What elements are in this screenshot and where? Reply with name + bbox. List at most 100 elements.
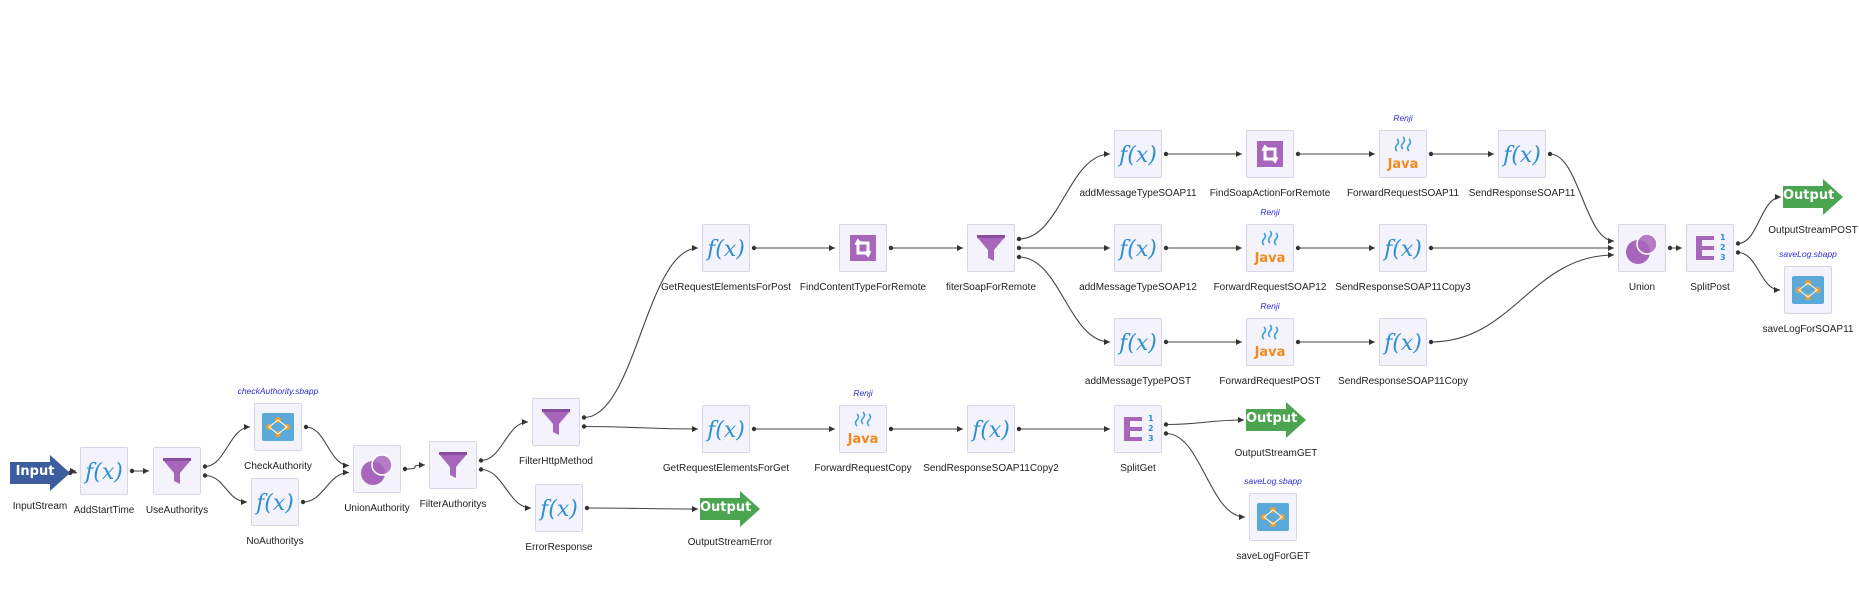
input-arrow-icon: Input <box>10 455 70 491</box>
edge-SplitGet-to-saveLogForGET[interactable] <box>1165 432 1246 518</box>
node-label: UnionAuthority <box>344 503 410 514</box>
output-port-dot[interactable] <box>1428 339 1434 345</box>
function-icon: f(x) <box>1379 318 1427 366</box>
node-label: NoAuthoritys <box>246 536 304 547</box>
output-port-dot[interactable] <box>1428 245 1434 251</box>
node-label: FilterHttpMethod <box>519 456 593 467</box>
arrowhead <box>1104 426 1110 432</box>
output-port-dot[interactable] <box>1163 422 1169 427</box>
edge-FilterAuthoritys-to-ErrorResponse[interactable] <box>480 468 532 509</box>
output-port-dot[interactable] <box>202 464 208 469</box>
edge-SendResponseSOAP11Copy-to-Union[interactable] <box>1430 254 1615 343</box>
svg-text:f(x): f(x) <box>1117 237 1157 262</box>
arrowhead <box>1369 151 1375 157</box>
arrowhead <box>343 462 349 469</box>
output-port-dot[interactable] <box>1163 431 1169 436</box>
node-label: OutputStreamPOST <box>1768 225 1858 236</box>
function-icon: f(x) <box>967 405 1015 453</box>
output-port-dot[interactable] <box>1163 339 1169 345</box>
output-port-dot[interactable] <box>1295 151 1301 157</box>
output-port-dot[interactable] <box>581 424 587 429</box>
union-icon <box>353 445 401 493</box>
edge-FilterHttpMethod-to-GetRequestElementsForGet[interactable] <box>583 425 699 430</box>
edge-NoAuthoritys-to-UnionAuthority[interactable] <box>302 471 350 503</box>
arrowhead <box>1608 252 1614 258</box>
svg-text:f(x): f(x) <box>83 460 123 485</box>
sbapp-icon <box>1784 266 1832 314</box>
node-label: addMessageTypeSOAP12 <box>1079 282 1197 293</box>
node-label: SendResponseSOAP11 <box>1468 188 1576 199</box>
output-port-dot[interactable] <box>129 468 135 474</box>
loop-icon <box>839 224 887 272</box>
output-port-dot[interactable] <box>1016 245 1022 251</box>
node-annotation: Renji <box>1260 301 1280 311</box>
node-label: addMessageTypeSOAP11 <box>1079 188 1197 199</box>
output-port-dot[interactable] <box>584 505 590 511</box>
output-port-dot[interactable] <box>1163 245 1169 251</box>
svg-text:f(x): f(x) <box>705 418 745 443</box>
edge-fiterSoapForRemote-to-addMessageTypePOST[interactable] <box>1018 256 1111 343</box>
svg-text:Java: Java <box>1254 345 1286 360</box>
output-port-dot[interactable] <box>1016 254 1022 260</box>
node-label: ForwardRequestSOAP12 <box>1213 282 1327 293</box>
edge-SendResponseSOAP11-to-Union[interactable] <box>1549 153 1615 242</box>
java-icon: Java <box>839 405 887 453</box>
output-port-dot[interactable] <box>478 458 484 463</box>
output-port-dot[interactable] <box>1295 245 1301 251</box>
edge-SplitPost-to-OutputStreamPOST[interactable] <box>1737 196 1782 245</box>
filter-icon <box>967 224 1015 272</box>
output-port-dot[interactable] <box>402 466 408 472</box>
arrowhead <box>692 506 698 512</box>
sbapp-icon <box>254 403 302 451</box>
function-icon: f(x) <box>1379 224 1427 272</box>
node-label: OutputStreamError <box>687 537 773 548</box>
output-port-dot[interactable] <box>478 467 484 472</box>
node-label: UseAuthoritys <box>145 505 209 516</box>
union-icon <box>1618 224 1666 272</box>
node-label: ForwardRequestCopy <box>814 463 912 474</box>
arrow-text: Output <box>1783 188 1835 203</box>
output-port-dot[interactable] <box>1547 151 1553 157</box>
output-port-dot[interactable] <box>888 426 894 432</box>
output-port-dot[interactable] <box>1016 426 1022 432</box>
node-label: ForwardRequestPOST <box>1219 376 1321 387</box>
output-port-dot[interactable] <box>1016 236 1022 242</box>
output-port-dot[interactable] <box>1667 245 1673 251</box>
svg-text:f(x): f(x) <box>1117 331 1157 356</box>
output-port-dot[interactable] <box>751 245 757 251</box>
output-port-dot[interactable] <box>888 245 894 251</box>
edge-FilterAuthoritys-to-FilterHttpMethod[interactable] <box>480 421 529 462</box>
output-port-dot[interactable] <box>1428 151 1434 157</box>
svg-text:f(x): f(x) <box>705 237 745 262</box>
output-port-dot[interactable] <box>1295 339 1301 345</box>
arrowhead <box>957 426 963 432</box>
output-port-dot[interactable] <box>1163 151 1169 157</box>
output-port-dot[interactable] <box>300 499 306 505</box>
node-label: FindSoapActionForRemote <box>1209 188 1331 199</box>
arrowhead <box>829 426 835 432</box>
arrowhead <box>1236 339 1242 345</box>
output-port-dot[interactable] <box>751 426 757 432</box>
svg-text:Java: Java <box>1387 157 1419 172</box>
arrowhead <box>829 245 835 251</box>
edge-SplitGet-to-OutputStreamGET[interactable] <box>1165 419 1245 426</box>
edge-FilterHttpMethod-to-GetRequestElementsForPost[interactable] <box>583 247 699 419</box>
node-label: AddStartTime <box>73 505 135 516</box>
java-icon: Java <box>1379 130 1427 178</box>
output-port-dot[interactable] <box>581 415 587 420</box>
output-port-dot[interactable] <box>202 473 208 478</box>
edge-CheckAuthority-to-UnionAuthority[interactable] <box>305 426 350 467</box>
output-port-dot[interactable] <box>1735 241 1741 246</box>
edge-UseAuthoritys-to-NoAuthoritys[interactable] <box>204 474 248 503</box>
node-annotation: Renji <box>1260 207 1280 217</box>
output-port-dot[interactable] <box>1735 250 1741 255</box>
edge-ErrorResponse-to-OutputStreamError[interactable] <box>586 507 699 510</box>
arrowhead <box>244 424 250 430</box>
output-port-dot[interactable] <box>303 424 309 430</box>
edge-fiterSoapForRemote-to-addMessageTypeSOAP11[interactable] <box>1018 153 1111 240</box>
node-label: OutputStreamGET <box>1234 448 1318 459</box>
function-icon: f(x) <box>535 484 583 532</box>
node-annotation: checkAuthority.sbapp <box>237 386 319 396</box>
arrowhead <box>1775 194 1781 200</box>
